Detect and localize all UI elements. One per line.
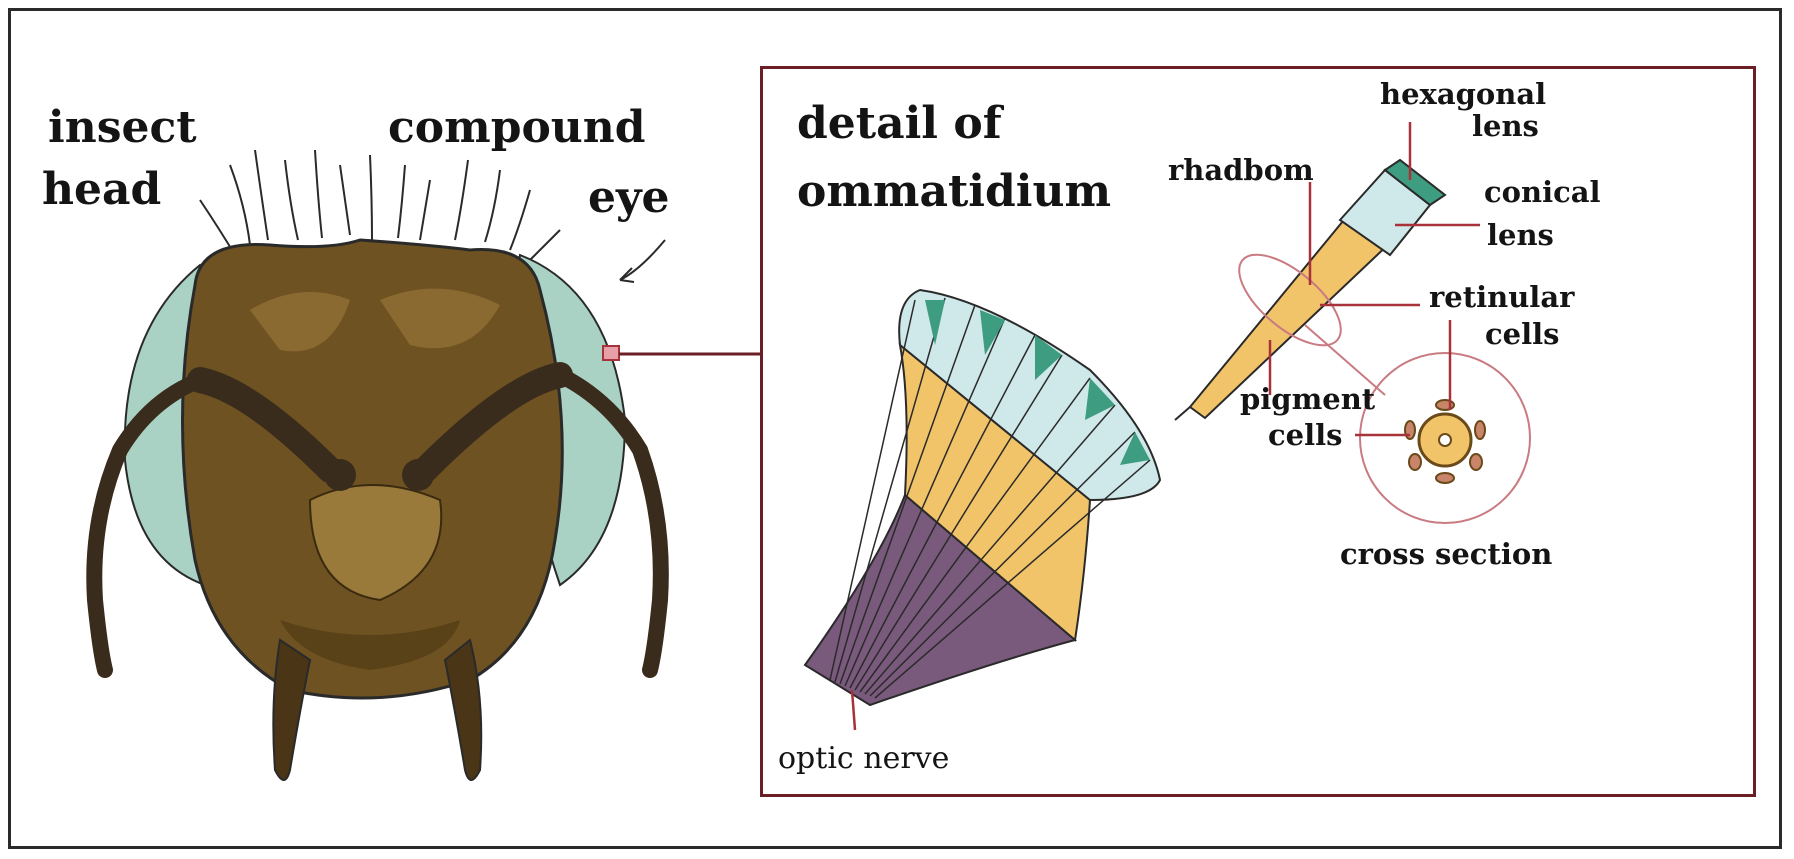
ommatidia-fan (805, 290, 1160, 705)
label-hexagonal: hexagonal (1380, 80, 1546, 109)
label-pigment: pigment (1240, 385, 1375, 414)
label-retinular: retinular (1429, 283, 1574, 312)
label-ommatidium: ommatidium (797, 170, 1111, 214)
label-hexagonal-lens: lens (1472, 112, 1539, 141)
label-cross-section: cross section (1340, 540, 1552, 569)
label-pigment-cells: cells (1268, 421, 1342, 450)
label-rhadbom: rhadbom (1168, 156, 1314, 185)
label-optic-nerve: optic nerve (778, 744, 949, 774)
label-conical: conical (1484, 178, 1601, 207)
label-detail-of: detail of (797, 102, 1002, 146)
label-retinular-cells: cells (1485, 320, 1559, 349)
label-conical-lens: lens (1487, 221, 1554, 250)
